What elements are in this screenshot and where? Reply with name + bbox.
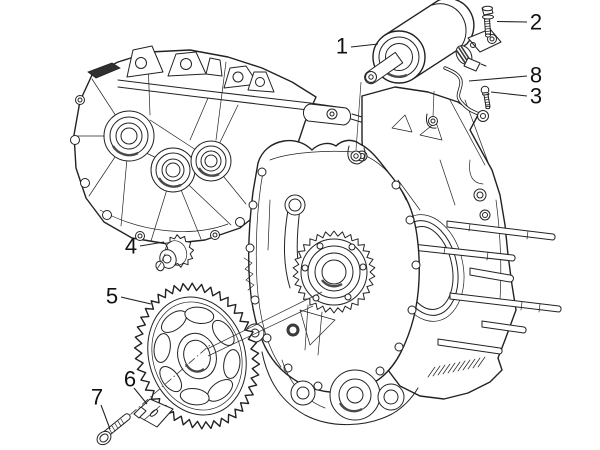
callout-8-label: 8 [530,63,542,88]
bearing-boss-b [150,147,196,193]
kick-spring [243,257,255,291]
terminal-tab [463,57,481,72]
callout-5-leader [120,296,152,305]
bearing-boss-a [103,110,155,162]
callout-4-leader [139,241,165,247]
case-dark-slot [87,62,121,79]
callout-6-label: 6 [124,367,136,392]
callout-7-label: 7 [91,385,103,410]
callout-8-leader [468,75,528,82]
bracket-plate [133,398,174,428]
callout-4-label: 4 [125,234,137,259]
bolt-3 [480,85,491,110]
callout-6-leader [133,387,148,405]
starter-cable [443,66,489,122]
callout-3-leader [490,91,528,97]
ring-gear-lightening-hole [184,306,215,324]
bearing-boss-c [190,140,232,182]
starter-motor [347,0,502,165]
callout-5-label: 5 [106,284,118,309]
cam-chain [283,209,291,289]
cylinder-studs [402,220,562,355]
cover-ribs [267,199,323,356]
center-crankcase-cover [243,139,421,394]
bolt-7 [96,413,131,446]
callout-2-label: 2 [530,10,542,35]
bolt-2 [481,5,494,38]
bottom-housing [261,351,419,426]
callouts: 1 2 3 4 5 6 7 8 [91,10,542,430]
pinion-gear [155,234,195,272]
callout-1-label: 1 [336,34,348,59]
cable-ring-terminal [477,110,489,122]
callout-3-label: 3 [530,84,542,109]
cover-web [299,309,336,346]
engine-mount-bracket [117,45,474,157]
callout-7-leader [100,404,111,430]
callout-1-leader [350,43,379,48]
case-fins [427,356,486,378]
case-webs [391,99,502,301]
callout-2-leader [496,20,528,23]
ring-gear-lightening-hole [223,349,241,379]
ring-gear-lightening-hole [153,333,171,363]
bore-flange-bolts [301,242,367,302]
ring-gear-lightening-hole [179,388,210,406]
